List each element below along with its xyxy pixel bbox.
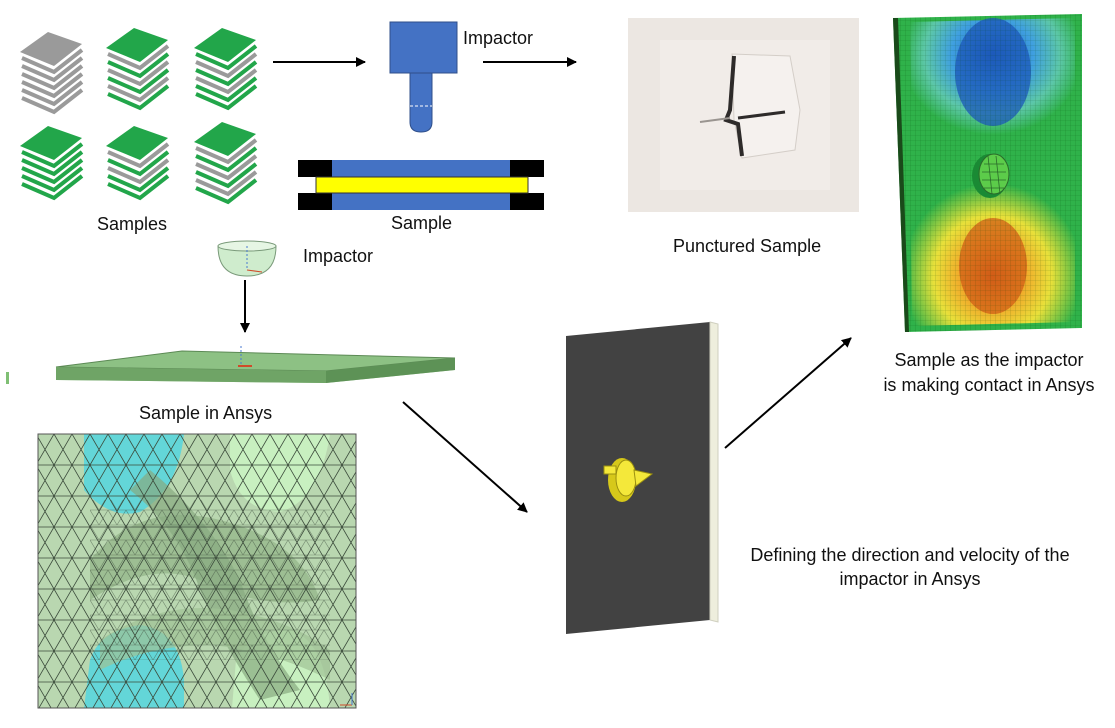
label-direction-line1: Defining the direction and velocity of t… bbox=[726, 543, 1094, 567]
sample-stack-icon bbox=[20, 32, 82, 112]
arrow-icon bbox=[403, 402, 527, 512]
label-direction-velocity: Defining the direction and velocity of t… bbox=[726, 543, 1094, 591]
sample-stack-icon bbox=[106, 28, 168, 108]
sample-stack-icon bbox=[194, 122, 256, 202]
sample-stacks bbox=[20, 28, 256, 202]
gyroid-mesh bbox=[38, 434, 356, 708]
hemisphere-impactor-icon bbox=[218, 241, 276, 276]
punctured-sample-photo bbox=[628, 18, 859, 212]
label-contact-line2: is making contact in Ansys bbox=[866, 373, 1112, 398]
label-sample-in-ansys: Sample in Ansys bbox=[139, 403, 272, 424]
sample-fixture bbox=[298, 160, 544, 210]
ansys-plate bbox=[566, 322, 718, 634]
label-samples: Samples bbox=[97, 214, 167, 235]
arrow-icon bbox=[725, 338, 851, 448]
sample-stack-icon bbox=[20, 126, 82, 198]
ansys-flat-sample bbox=[6, 346, 455, 384]
sample-stack-icon bbox=[194, 28, 256, 108]
label-impactor-top: Impactor bbox=[463, 28, 533, 49]
label-contact: Sample as the impactor is making contact… bbox=[866, 348, 1112, 398]
impactor-rod-icon bbox=[390, 22, 457, 132]
label-punctured-sample: Punctured Sample bbox=[673, 236, 821, 257]
label-sample: Sample bbox=[391, 213, 452, 234]
sample-stack-icon bbox=[106, 126, 168, 198]
label-direction-line2: impactor in Ansys bbox=[726, 567, 1094, 591]
label-contact-line1: Sample as the impactor bbox=[866, 348, 1112, 373]
contour-sample bbox=[893, 14, 1082, 332]
label-impactor-mid: Impactor bbox=[303, 246, 373, 267]
